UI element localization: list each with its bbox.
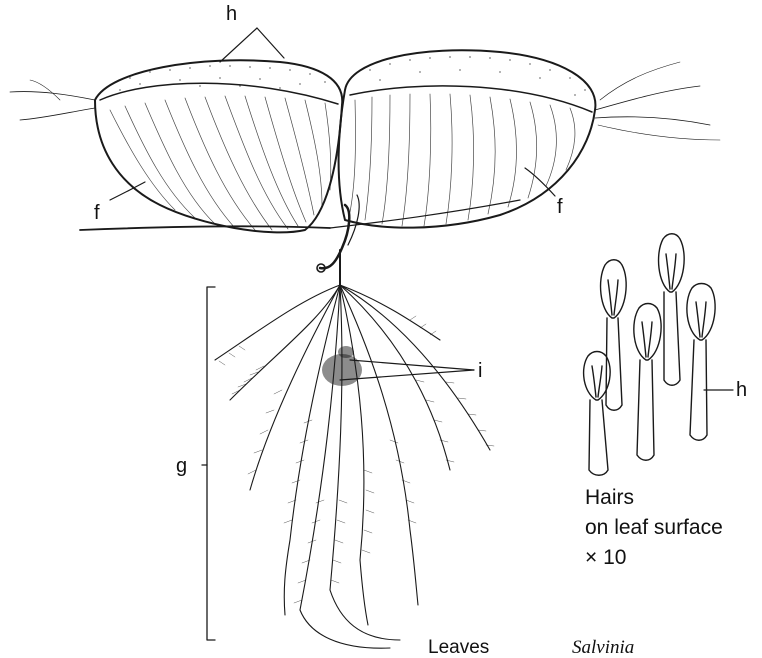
label-i: i [478, 361, 482, 381]
submerged-roots [215, 285, 494, 648]
hair-3 [687, 284, 715, 441]
label-f-right: f [557, 197, 563, 217]
caption-line-2: on leaf surface [585, 513, 723, 543]
label-f-left: f [94, 203, 100, 223]
left-leaf [10, 60, 342, 232]
label-g: g [176, 456, 187, 476]
footer-leaves-label: Leaves [428, 638, 489, 658]
label-h-top: h [226, 4, 237, 24]
leader-lines [110, 28, 733, 390]
hair-4 [634, 304, 661, 461]
hair-2 [659, 234, 685, 386]
footer-genus-label: Salvinia [572, 638, 634, 658]
caption-line-3: × 10 [585, 543, 723, 573]
stem [80, 195, 520, 285]
caption-line-1: Hairs [585, 483, 723, 513]
right-leaf [339, 50, 720, 227]
hairs-caption: Hairs on leaf surface × 10 [585, 483, 723, 573]
hair-1 [601, 260, 627, 411]
leaf-hairs-detail [584, 234, 716, 476]
g-bracket [202, 287, 215, 640]
label-h-right: h [736, 380, 747, 400]
